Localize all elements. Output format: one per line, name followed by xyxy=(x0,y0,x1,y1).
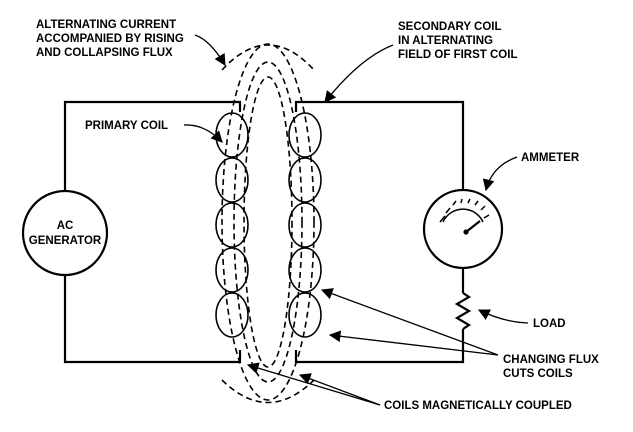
magnetic-flux-lines xyxy=(221,43,315,404)
cuts-coils-leader xyxy=(328,330,499,356)
primary-bottom-wire xyxy=(63,266,242,364)
coupled-leader-right xyxy=(298,373,381,406)
ac-generator: AC GENERATOR xyxy=(21,189,109,277)
primary-coil-label: PRIMARY COIL xyxy=(85,120,168,132)
ammeter xyxy=(422,188,504,270)
ammeter-needle xyxy=(465,220,481,233)
ammeter-label: AMMETER xyxy=(521,152,580,164)
ammeter-label-leader xyxy=(482,156,518,192)
secondary-bottom-wire xyxy=(294,329,465,364)
secondary-loop xyxy=(288,157,322,203)
secondary-circuit xyxy=(294,100,472,364)
secondary-label-line1: SECONDARY COIL xyxy=(398,21,502,33)
flux-loop xyxy=(221,44,315,71)
flux-label-line1: ALTERNATING CURRENT xyxy=(36,19,176,31)
primary-loop xyxy=(215,292,249,338)
changing-flux-leader xyxy=(320,288,499,356)
generator-label-line1: AC xyxy=(57,220,74,232)
flux-loop xyxy=(221,43,315,401)
load-resistor xyxy=(454,292,472,330)
primary-top-wire xyxy=(63,100,242,200)
secondary-label-line3: FIELD OF FIRST COIL xyxy=(398,49,517,61)
flux-label-line2: ACCOMPANIED BY RISING xyxy=(36,33,184,45)
secondary-label-leader xyxy=(324,44,394,103)
coils-coupled-label: COILS MAGNETICALLY COUPLED xyxy=(384,400,572,412)
coupled-leader-left xyxy=(246,362,381,406)
primary-label-leader xyxy=(183,124,223,143)
flux-loop xyxy=(233,61,303,383)
primary-loop xyxy=(215,112,249,158)
secondary-loop xyxy=(288,202,322,248)
generator-label-line2: GENERATOR xyxy=(29,235,102,247)
primary-circuit xyxy=(63,100,242,364)
primary-coil xyxy=(215,112,249,338)
changing-flux-label-line1: CHANGING FLUX xyxy=(503,354,599,366)
secondary-top-wire xyxy=(294,100,465,190)
secondary-label-line2: IN ALTERNATING xyxy=(398,35,493,47)
ammeter-scale-ticks xyxy=(439,198,490,223)
leader-lines xyxy=(183,34,529,406)
ammeter-pivot xyxy=(463,229,469,235)
flux-loop xyxy=(243,76,293,368)
primary-loop xyxy=(215,202,249,248)
flux-loop xyxy=(221,379,315,404)
ammeter-scale-arc xyxy=(442,208,484,223)
secondary-coil xyxy=(288,112,322,338)
flux-label-line3: AND COLLAPSING FLUX xyxy=(36,47,173,59)
secondary-loop xyxy=(288,112,322,158)
primary-loop xyxy=(215,247,249,293)
secondary-loop xyxy=(288,292,322,338)
secondary-loop xyxy=(288,247,322,293)
load-label-leader xyxy=(477,309,529,324)
text-labels: ALTERNATING CURRENT ACCOMPANIED BY RISIN… xyxy=(36,19,599,412)
load-label: LOAD xyxy=(533,318,566,330)
changing-flux-label-line2: CUTS COILS xyxy=(503,368,573,380)
flux-label-leader xyxy=(194,34,226,67)
ammeter-circle xyxy=(422,188,504,270)
generator-circle xyxy=(21,189,109,277)
primary-loop xyxy=(215,157,249,203)
